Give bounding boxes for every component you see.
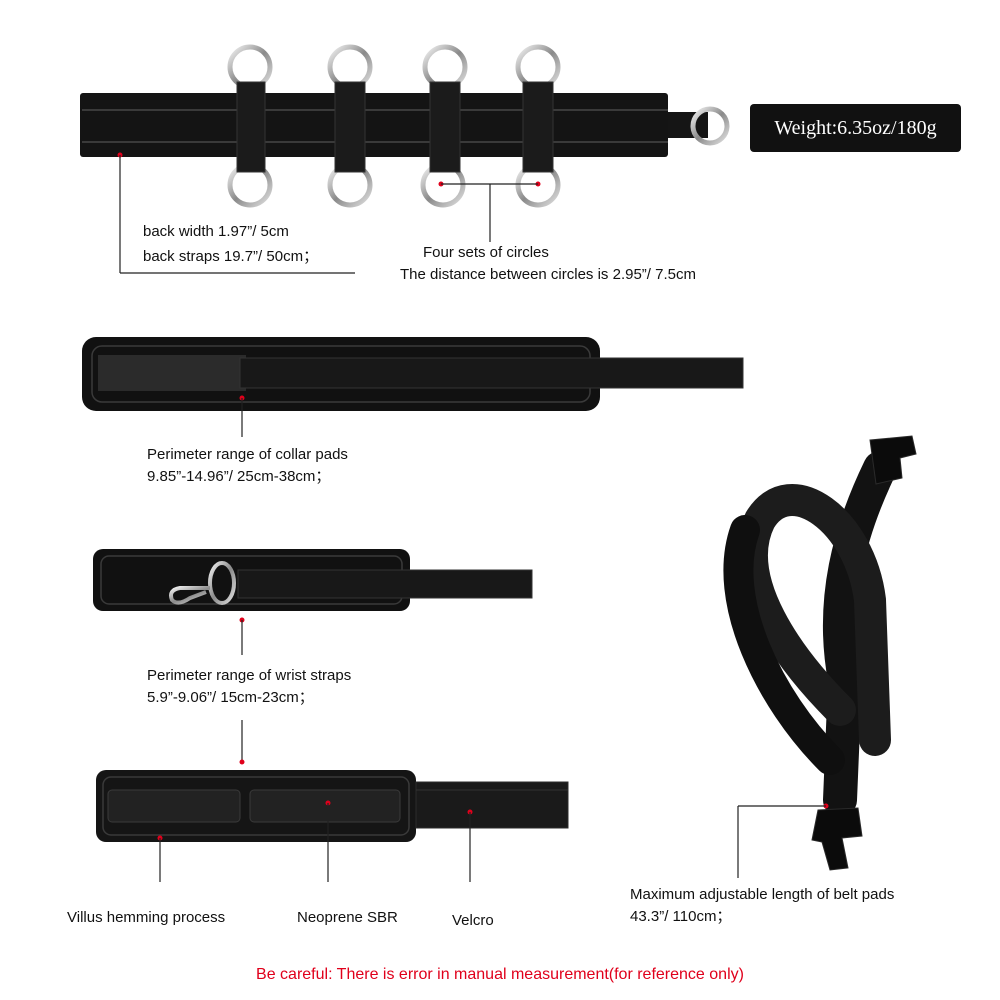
belt-length-title: Maximum adjustable length of belt pads [630,886,895,903]
buckle-icon [811,807,863,871]
velcro-label: Velcro [452,912,494,929]
circles-title-label: Four sets of circles [423,244,549,261]
ring-set [327,44,373,208]
collar-image [82,337,744,437]
collar-range-value: 9.85”-14.96”/ 25cm-38cm； [147,468,331,485]
snap-hook-icon [169,561,236,605]
wrist-cuff-image [93,549,533,765]
back-strap-image [80,44,730,208]
ring-set [227,44,273,208]
belt-length-value: 43.3”/ 110cm； [630,908,732,925]
villus-label: Villus hemming process [67,909,226,926]
back-callout-lines [117,152,355,274]
circles-callout-lines [438,181,541,242]
measurement-disclaimer: Be careful: There is error in manual mea… [256,966,744,983]
collar-range-title: Perimeter range of collar pads [147,446,348,463]
neoprene-label: Neoprene SBR [297,909,398,926]
back-width-label: back width 1.97”/ 5cm [143,223,289,240]
back-straps-label: back straps 19.7”/ 50cm； [143,248,319,265]
weight-badge: Weight:6.35oz/180g [750,104,961,152]
wrist-range-title: Perimeter range of wrist straps [147,667,352,684]
buckle-icon [869,435,917,485]
ring-set [420,44,468,208]
wrist-range-value: 5.9”-9.06”/ 15cm-23cm； [147,689,314,706]
padded-cuff-image [96,770,569,882]
circles-distance-label: The distance between circles is 2.95”/ 7… [400,266,696,283]
ring-set [515,44,561,208]
belt-image [723,435,917,878]
